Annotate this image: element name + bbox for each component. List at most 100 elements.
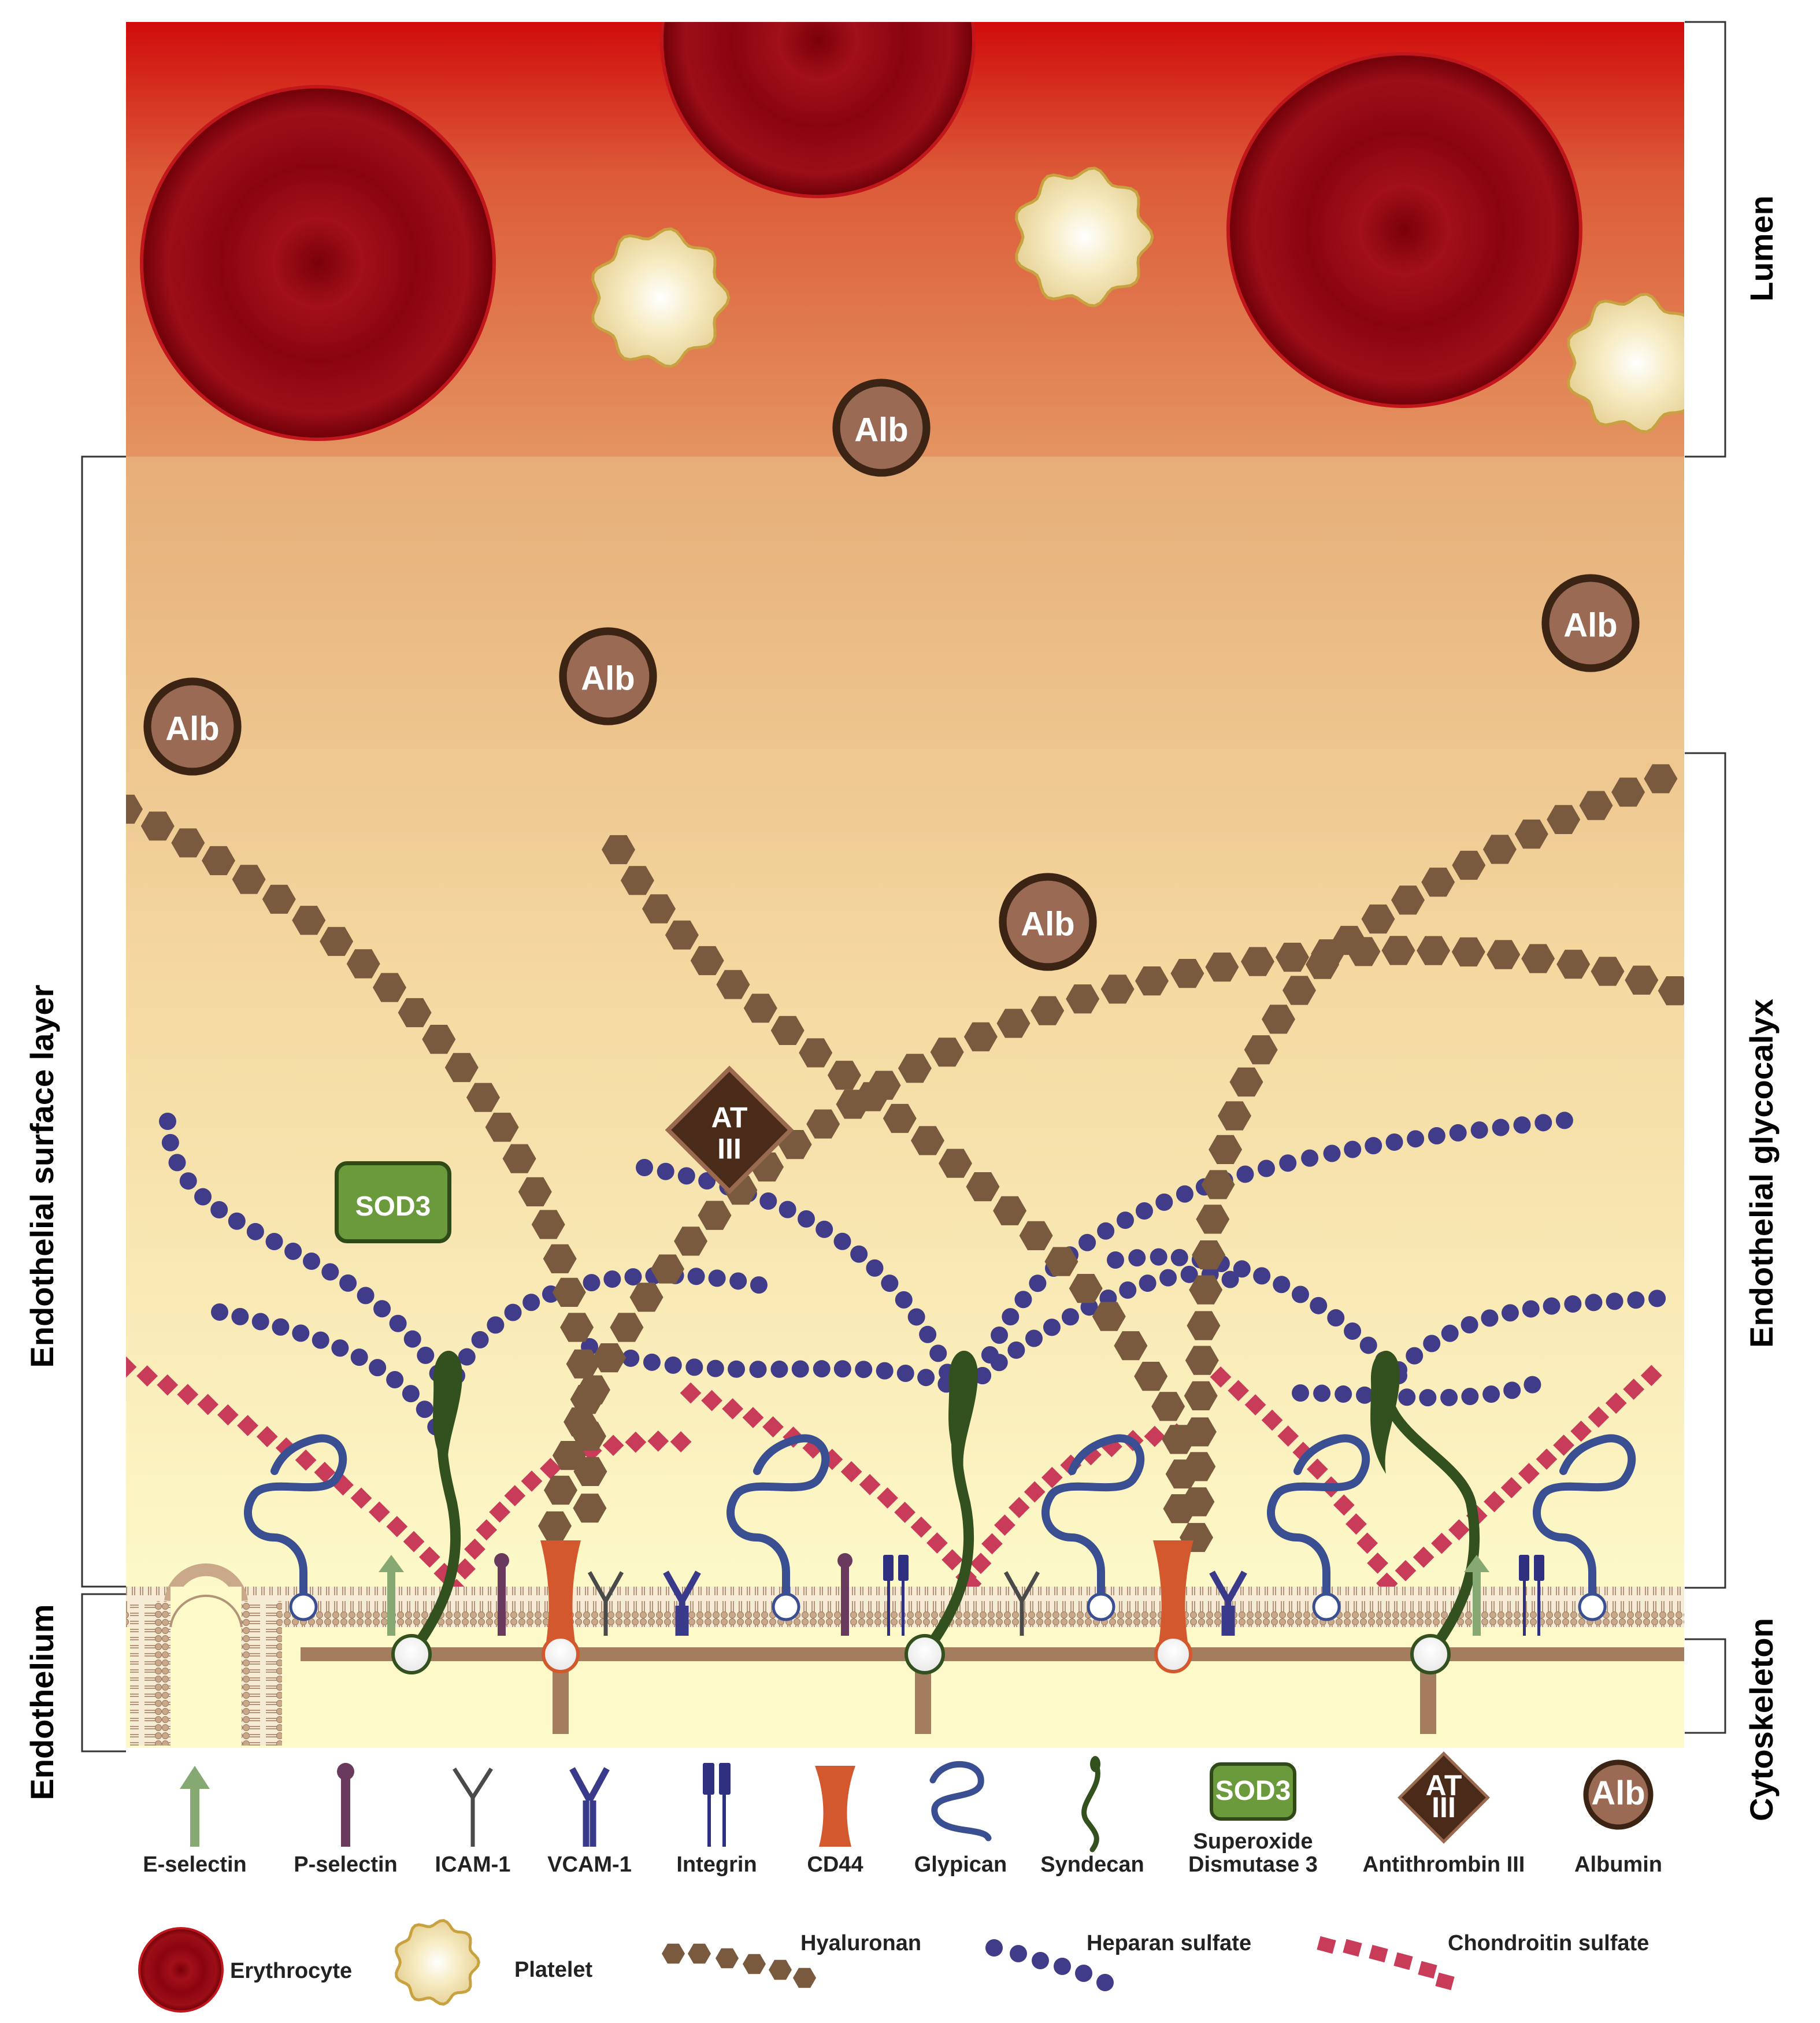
heparan-sulfate-unit bbox=[1139, 1274, 1157, 1292]
heparan-sulfate-unit bbox=[759, 1192, 777, 1210]
hyaluronan-unit bbox=[544, 1476, 577, 1505]
chondroitin-sulfate-unit bbox=[1277, 1425, 1299, 1447]
hyaluronan-unit bbox=[1241, 947, 1274, 976]
hyaluronan-icon-unit bbox=[716, 1948, 739, 1969]
chondroitin-sulfate-unit bbox=[1367, 1552, 1388, 1574]
hyaluronan-unit bbox=[996, 1009, 1031, 1038]
hyaluronan-unit bbox=[1244, 1035, 1278, 1065]
glypican-chain bbox=[244, 1434, 347, 1611]
heparan-sulfate-unit bbox=[1253, 1267, 1271, 1285]
heparan-sulfate-unit bbox=[1585, 1294, 1603, 1311]
chondroitin-sulfate-unit bbox=[1413, 1546, 1434, 1568]
heparan-sulfate-unit bbox=[373, 1300, 391, 1318]
heparan-sulfate-unit bbox=[687, 1268, 705, 1285]
glypican-chain bbox=[1041, 1434, 1145, 1611]
hyaluronan-unit bbox=[1417, 936, 1451, 965]
erythrocyte-3 bbox=[1226, 52, 1582, 408]
hyaluronan-icon-unit bbox=[743, 1954, 766, 1974]
heparan-sulfate-unit bbox=[798, 1210, 816, 1228]
integrin-1 bbox=[883, 1555, 909, 1636]
hyaluronan-unit bbox=[1201, 1170, 1235, 1199]
hyaluronan-chains bbox=[126, 764, 1684, 1553]
hyaluronan-chain-1 bbox=[126, 794, 607, 1523]
chondroitin-sulfate-unit bbox=[970, 1553, 992, 1574]
heparan-sulfate-unit bbox=[1221, 1270, 1239, 1288]
chondroitin-sulfate-unit bbox=[1623, 1379, 1645, 1400]
cd44-icon bbox=[815, 1766, 855, 1847]
chondroitin-sulfate-unit bbox=[489, 1501, 511, 1523]
hyaluronan-unit bbox=[1135, 966, 1169, 996]
heparan-sulfate-unit bbox=[1356, 1386, 1374, 1404]
chondroitin-chain-6 bbox=[1376, 1365, 1662, 1595]
chondroitin-sulfate-unit bbox=[1518, 1462, 1540, 1484]
hyaluronan-unit bbox=[538, 1511, 572, 1541]
heparan-sulfate-unit bbox=[583, 1274, 601, 1292]
chondroitin-sulfate-unit bbox=[894, 1502, 915, 1523]
heparan-sulfate-unit bbox=[813, 1360, 831, 1378]
legend-label-line2: Dismutase 3 bbox=[1188, 1852, 1318, 1877]
chondroitin-sulfate-unit bbox=[1333, 1494, 1355, 1516]
caveola-inner-arc bbox=[169, 1594, 243, 1628]
heparan-sulfate-unit bbox=[1440, 1388, 1458, 1406]
heparan-sulfate-unit bbox=[1258, 1159, 1276, 1177]
glypican-chain bbox=[1533, 1434, 1636, 1611]
heparan-sulfate-unit bbox=[919, 1325, 937, 1343]
legend-label: Glypican bbox=[914, 1852, 1007, 1877]
y-receptor-stem bbox=[675, 1606, 689, 1636]
heparan-sulfate-unit bbox=[1180, 1265, 1198, 1283]
heparan-icon-unit bbox=[1032, 1952, 1049, 1969]
syndecan-stem bbox=[1381, 1370, 1480, 1658]
brackets bbox=[81, 21, 1726, 1752]
platelet-1 bbox=[591, 227, 731, 368]
heparan-sulfate-unit bbox=[1117, 1211, 1135, 1229]
e-selectin-head bbox=[1464, 1555, 1489, 1572]
legend-label: Platelet bbox=[514, 1958, 593, 1982]
antithrombin-icon bbox=[1398, 1751, 1490, 1844]
hyaluronan-unit bbox=[1185, 1346, 1219, 1375]
caveola-right-wall bbox=[242, 1601, 282, 1746]
hyaluronan-unit bbox=[1092, 1302, 1126, 1331]
albumin-body bbox=[559, 627, 657, 725]
platelet-icon bbox=[395, 1919, 481, 2006]
albumin-4: Alb bbox=[143, 677, 242, 776]
hyaluronan-unit bbox=[1381, 936, 1415, 965]
albumin-3: Alb bbox=[1541, 574, 1640, 672]
hyaluronan-unit bbox=[1644, 764, 1678, 794]
hyaluronan-unit bbox=[665, 920, 699, 950]
heparan-sulfate-unit bbox=[1323, 1144, 1341, 1162]
hyaluronan-unit bbox=[1282, 976, 1316, 1005]
heparan-sulfate-unit bbox=[487, 1316, 505, 1334]
hyaluronan-unit bbox=[1591, 957, 1625, 986]
heparan-sulfate-unit bbox=[1648, 1290, 1666, 1307]
hyaluronan-unit bbox=[1205, 953, 1239, 982]
chondroitin-sulfate-unit bbox=[454, 1558, 476, 1580]
erythrocytes bbox=[140, 22, 1582, 441]
hyaluronan-unit bbox=[1209, 1135, 1243, 1164]
e-selectin-stem bbox=[1473, 1569, 1481, 1636]
hyaluronan-unit bbox=[698, 1201, 732, 1230]
heparan-sulfate-unit bbox=[1233, 1260, 1251, 1278]
heparan-sulfate-unit bbox=[917, 1369, 935, 1387]
heparan-sulfate-unit bbox=[1097, 1222, 1115, 1240]
hyaluronan-unit bbox=[552, 1277, 586, 1307]
legend-label: Integrin bbox=[676, 1852, 757, 1877]
icam-1-2 bbox=[1003, 1571, 1040, 1636]
cytoskeleton-label: Cytoskeleton bbox=[1743, 1618, 1780, 1821]
heparan-sulfate-unit bbox=[1128, 1249, 1146, 1267]
cd44-2 bbox=[1153, 1540, 1193, 1673]
chondroitin-sulfate-unit bbox=[1431, 1532, 1452, 1554]
heparan-sulfate-unit bbox=[1029, 1274, 1047, 1292]
chondroitin-sulfate-unit bbox=[722, 1398, 743, 1420]
heparan-sulfate-unit bbox=[1159, 1269, 1177, 1287]
sod3-label: SOD3 bbox=[355, 1191, 431, 1222]
cd44-1 bbox=[540, 1540, 581, 1673]
syndecan-anchor bbox=[905, 1634, 945, 1674]
heparan-sulfate-unit bbox=[1503, 1381, 1521, 1399]
heparan-sulfate-unit bbox=[331, 1339, 349, 1357]
heparan-sulfate-unit bbox=[990, 1354, 1008, 1372]
chondroitin-sulfate-unit bbox=[1553, 1434, 1574, 1456]
platelet-body bbox=[591, 227, 731, 368]
heparan-sulfate-unit bbox=[272, 1318, 290, 1336]
hyaluronan-unit bbox=[592, 1343, 627, 1373]
p-selectin-stem bbox=[841, 1563, 849, 1636]
